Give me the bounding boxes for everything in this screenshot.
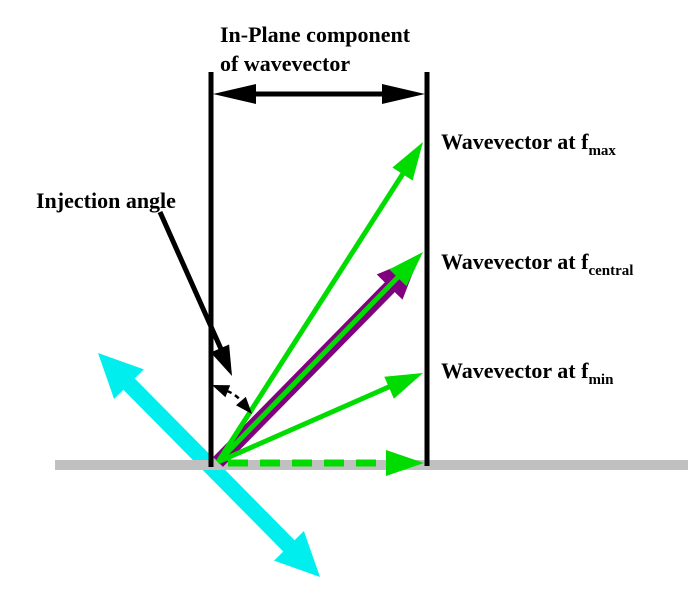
pointer-shaft	[157, 210, 224, 351]
wavevector-fcentral-arrow	[216, 252, 423, 464]
in-plane-title-line2: of wavevector	[220, 51, 351, 76]
injection-angle-pointer	[157, 210, 232, 376]
injection-angle-arc	[212, 385, 252, 414]
fmax-arrow-shaft	[215, 170, 407, 464]
dimension-arrowhead-left	[213, 84, 256, 104]
wavevector-fmax-label: Wavevector at fmax	[441, 127, 616, 166]
dimension-arrowhead-right	[382, 84, 425, 104]
pointer-arrowhead	[210, 344, 232, 376]
wavevector-fmax-subscript: max	[588, 143, 616, 159]
wavevector-fmin-arrow	[216, 373, 423, 465]
wavevector-fmin-label: Wavevector at fmin	[441, 356, 613, 395]
in-plane-title: In-Plane component of wavevector	[220, 20, 410, 78]
injection-angle-label: Injection angle	[36, 188, 176, 213]
inplane-projection-arrow	[228, 450, 424, 476]
projection-arrowhead	[386, 450, 424, 476]
wavevector-fcentral-text: Wavevector at f	[441, 249, 589, 274]
cyan-arrowhead-downright	[274, 531, 320, 577]
angle-arc-arrowhead-right	[236, 396, 252, 414]
angle-arc-arrowhead-left	[212, 385, 231, 398]
fmin-arrow-shaft	[216, 383, 393, 465]
wavevector-fmax-arrow	[215, 142, 423, 464]
wavevector-fcentral-subscript: central	[588, 263, 634, 279]
fcentral-arrowhead	[389, 252, 423, 287]
wavevector-fmax-text: Wavevector at f	[441, 129, 589, 154]
wavevector-fmin-subscript: min	[588, 372, 614, 388]
cyan-arrowhead-upleft	[98, 353, 144, 399]
fcentral-arrow-shaft	[216, 274, 401, 464]
in-plane-title-line1: In-Plane component	[220, 22, 411, 47]
inplane-dimension-arrow	[213, 84, 425, 104]
fmax-arrowhead	[392, 142, 423, 181]
fmin-arrowhead	[384, 373, 423, 399]
wavevector-fmin-text: Wavevector at f	[441, 358, 589, 383]
wavevector-fcentral-label: Wavevector at fcentral	[441, 247, 633, 286]
